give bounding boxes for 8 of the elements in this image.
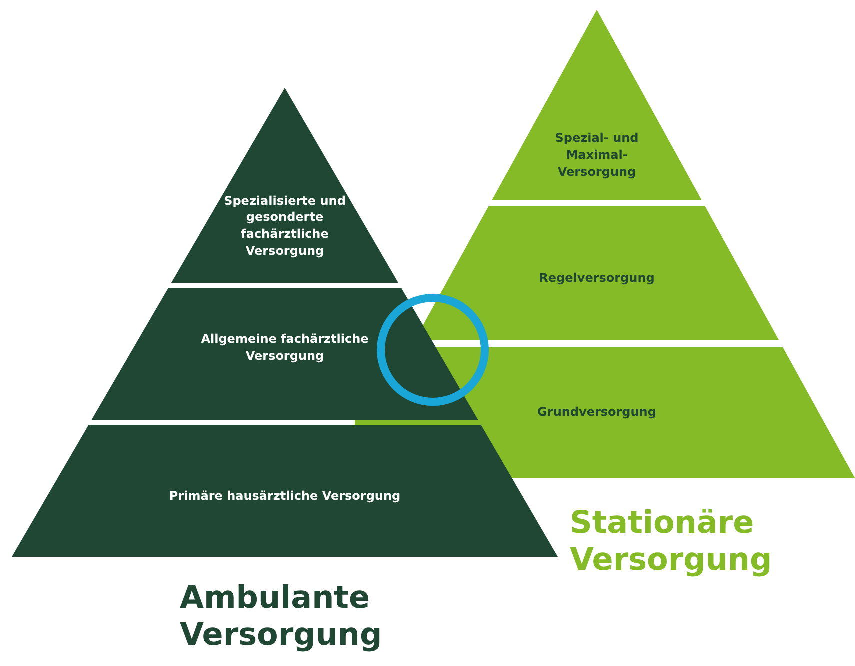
- tier-label: Grundversorgung: [497, 404, 697, 420]
- tier-label: Regelversorgung: [497, 270, 697, 286]
- pyramid-heading: Stationäre Versorgung: [570, 505, 774, 580]
- tier-label: Spezial- und Maximal-Versorgung: [537, 130, 657, 180]
- tier-label: Primäre hausärztliche Versorgung: [145, 488, 425, 504]
- pyramid-heading: Ambulante Versorgung: [180, 580, 384, 654]
- tier-label: Spezialisierte und gesonderte fachärztliche Versorgung: [222, 192, 348, 260]
- tier-label: Allgemeine fachärztliche Versorgung: [195, 331, 375, 365]
